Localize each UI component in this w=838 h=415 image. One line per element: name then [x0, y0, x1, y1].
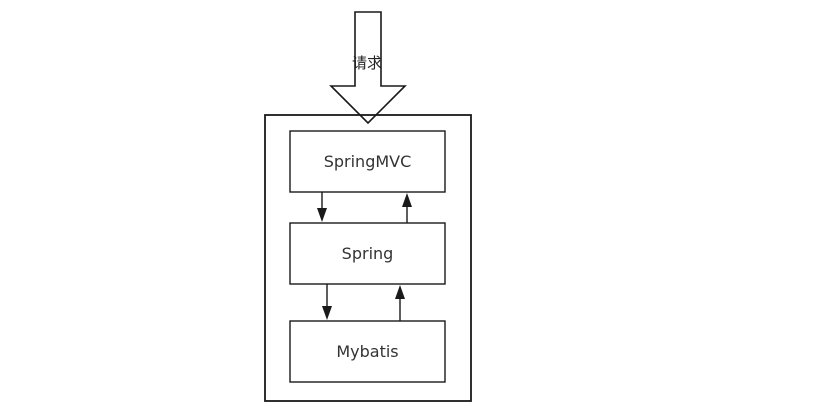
springmvc-label: SpringMVC [324, 152, 412, 171]
spring-label: Spring [342, 244, 394, 263]
springmvc-box [289, 130, 446, 193]
arrow-spring-to-springmvc [402, 193, 412, 223]
mybatis-label: Mybatis [336, 342, 398, 361]
mybatis-box [289, 320, 446, 383]
arrow-mybatis-to-spring [395, 285, 405, 321]
container-box [264, 114, 472, 402]
request-label: 请求 [352, 54, 382, 72]
arrow-spring-to-mybatis [322, 284, 332, 320]
spring-box [289, 222, 446, 285]
request-arrow [329, 11, 407, 125]
arrow-springmvc-to-spring [317, 192, 327, 222]
